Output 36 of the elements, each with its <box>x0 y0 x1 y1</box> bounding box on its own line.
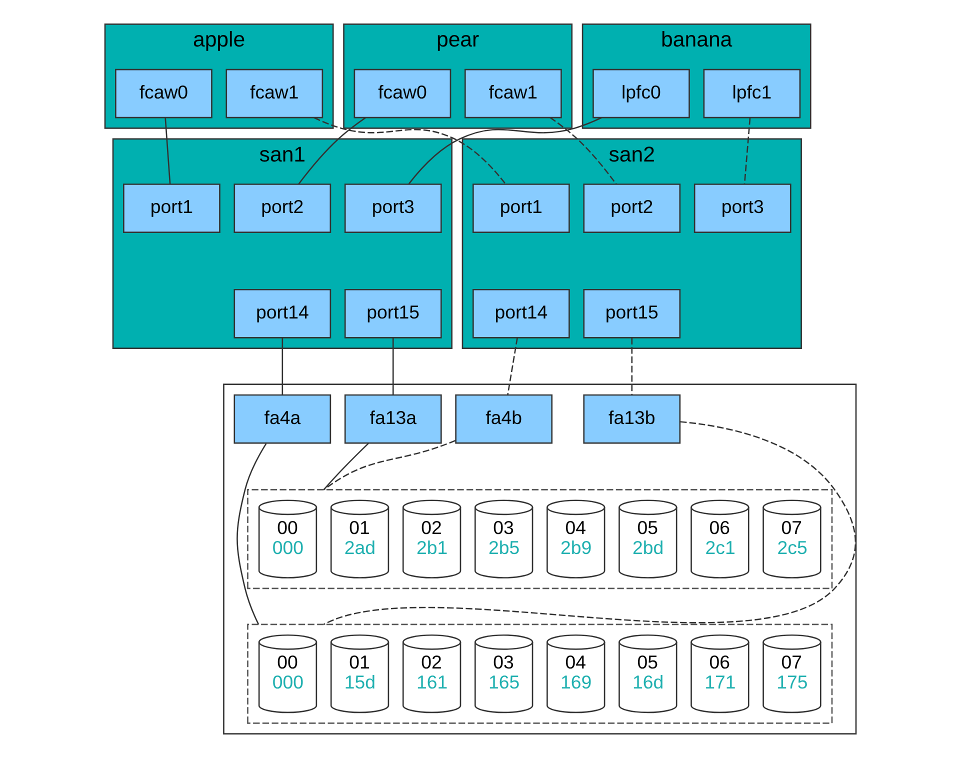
node-box: lpfc1 <box>702 68 800 118</box>
node-box: port2 <box>233 184 331 233</box>
node-box: fcaw0 <box>353 68 451 118</box>
node-box: port1 <box>472 184 570 233</box>
node-box: fa4b <box>454 394 552 444</box>
node-box: fcaw1 <box>464 68 562 118</box>
node-box: fa13a <box>344 394 442 444</box>
connector <box>313 117 506 184</box>
connector <box>298 117 366 185</box>
connector <box>630 338 632 395</box>
connector <box>392 338 394 395</box>
connector <box>506 338 518 396</box>
node-box: port14 <box>233 288 331 338</box>
connector <box>164 118 170 184</box>
node-box: port3 <box>344 184 442 233</box>
connector <box>408 117 602 184</box>
node-box: lpfc0 <box>592 68 690 118</box>
connector <box>323 421 856 626</box>
node-box: port1 <box>122 184 220 233</box>
connector <box>743 118 750 184</box>
connector <box>281 338 283 395</box>
connector <box>322 440 456 490</box>
node-box: fcaw1 <box>225 68 323 118</box>
node-box: fa13b <box>582 394 680 444</box>
connector <box>322 442 368 490</box>
cluster <box>246 489 832 590</box>
node-box: port15 <box>344 288 442 338</box>
node-box: port15 <box>582 288 680 338</box>
node-box: port3 <box>693 184 791 233</box>
cluster <box>246 624 832 724</box>
connector <box>549 117 616 184</box>
node-box: fcaw0 <box>114 68 212 118</box>
node-box: port14 <box>472 288 570 338</box>
node-box: port2 <box>582 184 680 233</box>
connector <box>236 443 266 625</box>
node-box: fa4a <box>233 394 331 444</box>
